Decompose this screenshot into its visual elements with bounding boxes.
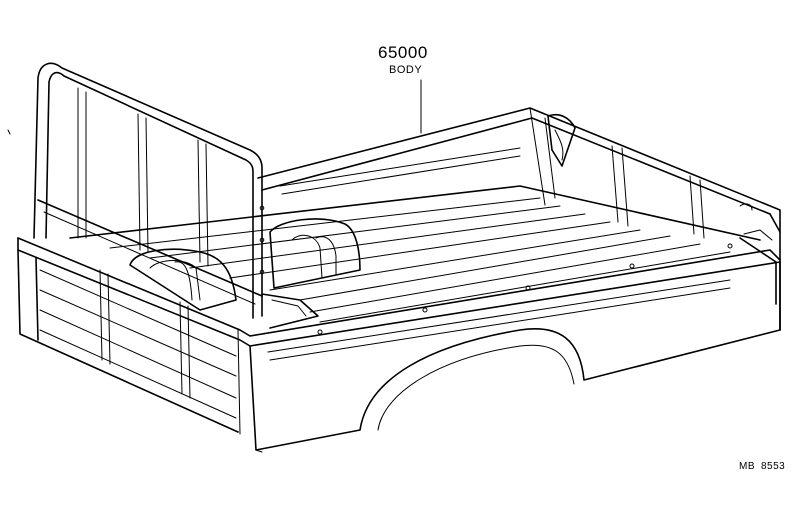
outer-body-side (249, 261, 781, 453)
figure-code-number: 8553 (761, 461, 786, 472)
bed-floor (69, 185, 761, 335)
figure-code-prefix: MB (739, 461, 755, 472)
part-name-label: BODY (389, 64, 423, 76)
wheel-housing-right (269, 218, 361, 289)
wheel-housing-left (129, 248, 237, 311)
figure-code: MB 8553 (739, 462, 785, 472)
near-side-panel (17, 237, 781, 435)
part-number-label: 65000 (378, 43, 428, 62)
tailgate (739, 213, 781, 331)
right-side-panel (257, 107, 781, 239)
margin-mark (7, 129, 11, 135)
headboard-frame (33, 62, 319, 329)
